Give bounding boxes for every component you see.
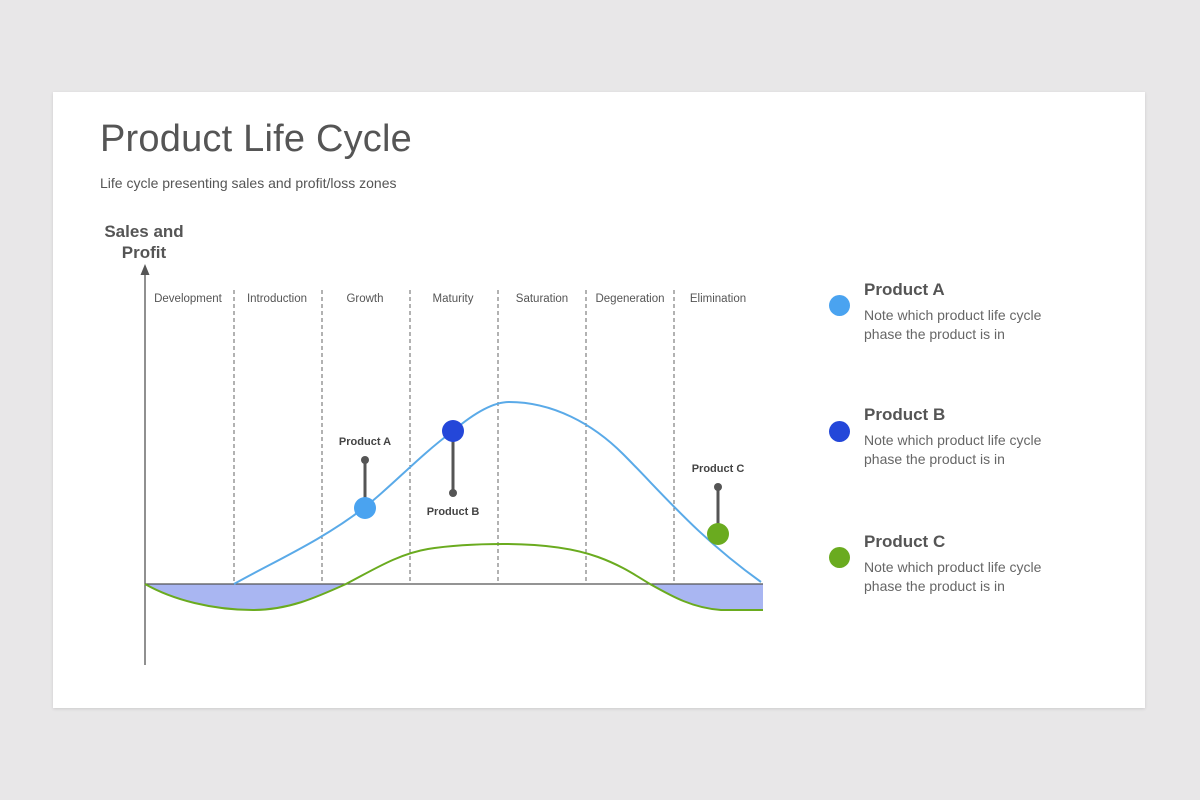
phase-label-development: Development [154,293,223,305]
marker-label-product-c: Product C [692,463,745,475]
y-axis-label-line2: Profit [122,243,167,262]
marker-label-product-a: Product A [339,436,391,448]
phase-label-degeneration: Degeneration [595,293,664,305]
life-cycle-diagram: Development Introduction Growth Maturity… [104,222,763,665]
marker-product-a: Product A [339,436,391,519]
legend-dot-icon [829,421,850,442]
legend-description: Note which product life cycle phase the … [864,559,1042,594]
legend-title: Product C [864,532,946,551]
legend-dot-icon [829,547,850,568]
profit-curve [144,542,763,612]
loss-zone-right [650,584,763,610]
legend-title: Product A [864,280,945,299]
marker-product-b: Product B [427,420,480,518]
marker-product-c: Product C [692,463,745,545]
slide: Product Life Cycle Life cycle presenting… [53,92,1145,708]
legend-dot-icon [829,295,850,316]
y-axis-label-line1: Sales and [104,222,183,241]
legend-title: Product B [864,405,946,424]
phase-label-saturation: Saturation [516,293,568,305]
phase-label-elimination: Elimination [690,293,746,305]
phase-label-maturity: Maturity [433,293,474,305]
legend-description: Note which product life cycle phase the … [864,307,1042,342]
page-subtitle: Life cycle presenting sales and profit/l… [100,175,397,191]
phase-label-growth: Growth [346,293,383,305]
y-axis-arrowhead [140,264,150,275]
marker-label-product-b: Product B [427,506,480,518]
legend-description: Note which product life cycle phase the … [864,432,1042,467]
sales-curve [233,400,762,585]
page-title: Product Life Cycle [100,118,412,160]
phase-label-introduction: Introduction [247,293,307,305]
